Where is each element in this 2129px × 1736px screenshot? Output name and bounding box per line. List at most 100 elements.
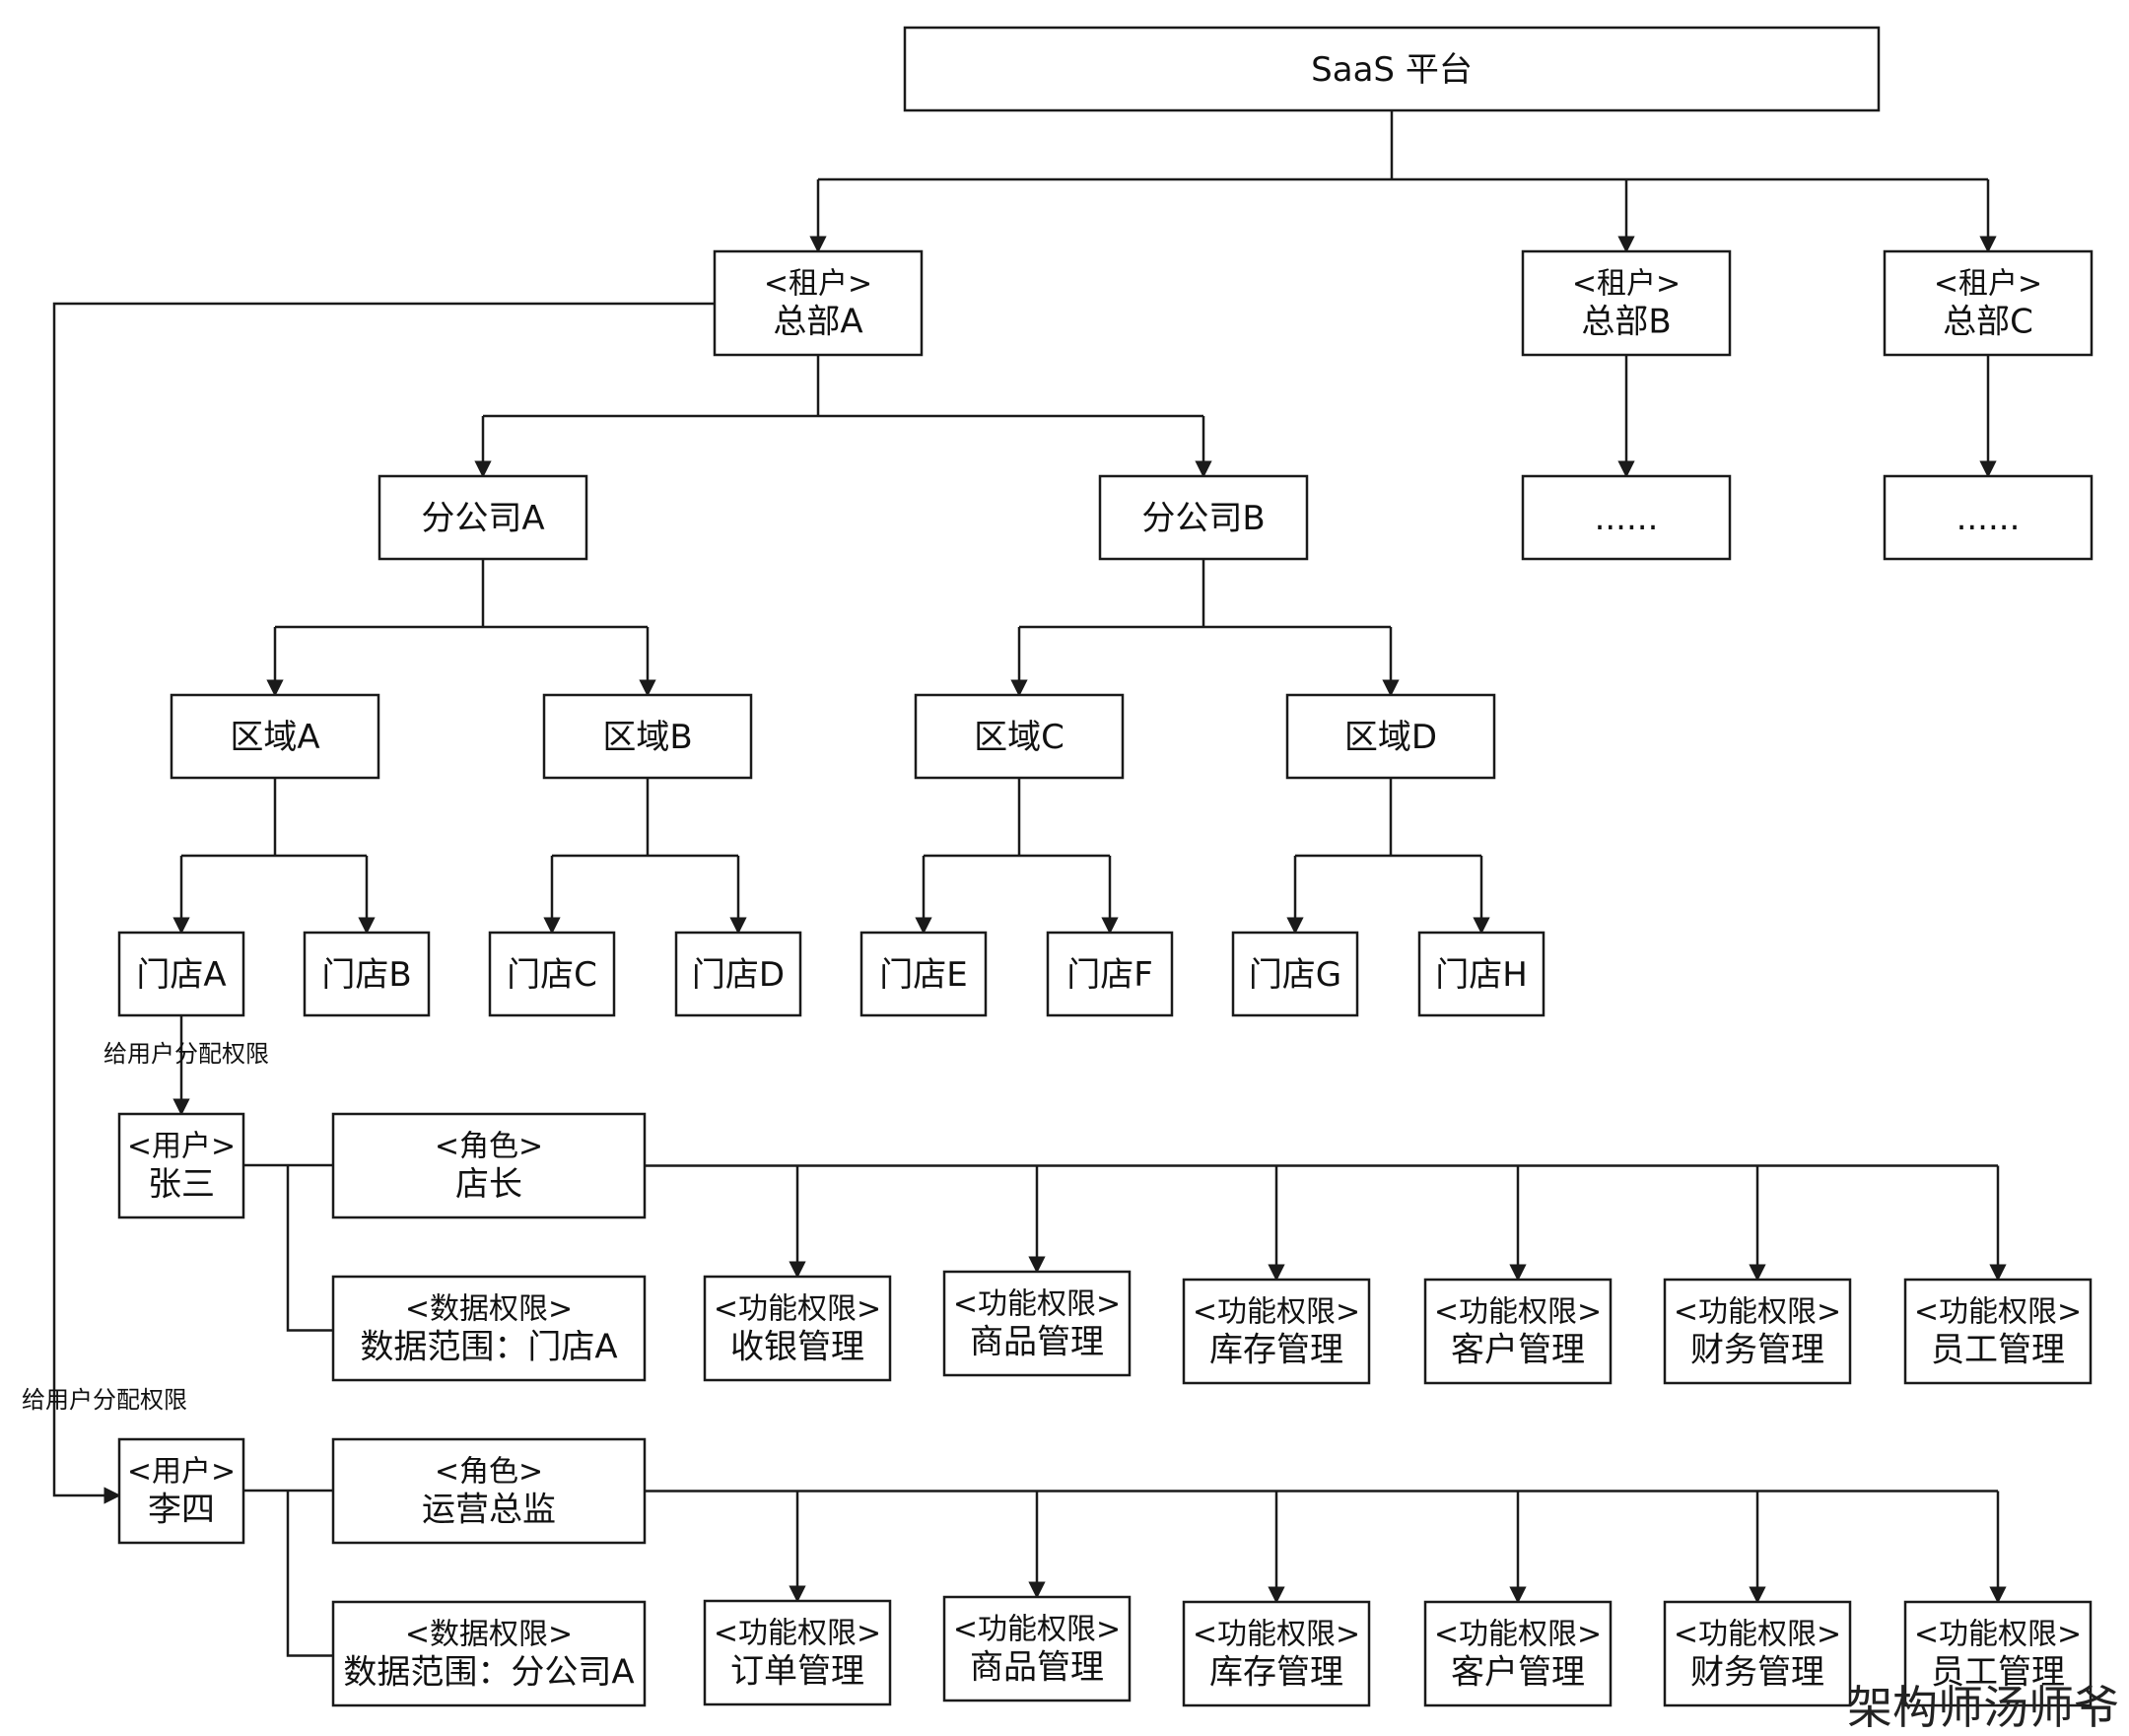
node-box xyxy=(1903,1278,2093,1385)
node-box xyxy=(1883,249,2094,357)
node-type-label: <功能权限> xyxy=(1193,1618,1360,1652)
node-type-label: <功能权限> xyxy=(1674,1618,1841,1652)
node-label: 门店G xyxy=(1249,955,1341,995)
node-type-label: <功能权限> xyxy=(1193,1295,1360,1330)
node-box xyxy=(117,1437,245,1545)
node-store-e: 门店E xyxy=(859,931,988,1017)
node-box xyxy=(331,1112,647,1219)
node-type-label: <角色> xyxy=(435,1130,543,1164)
node-label: 数据范围：门店A xyxy=(360,1328,617,1367)
node-type-label: <数据权限> xyxy=(405,1618,573,1652)
node-label: 区域D xyxy=(1344,718,1437,757)
node-box xyxy=(914,693,1125,780)
node-label: ...... xyxy=(1595,499,1659,538)
node-type-label: <功能权限> xyxy=(1914,1295,2082,1330)
node-role-ops: <角色>运营总监 xyxy=(331,1437,647,1545)
connector xyxy=(286,1491,333,1657)
node-label: 库存管理 xyxy=(1209,1331,1343,1370)
node-box xyxy=(303,931,431,1017)
node-label: 员工管理 xyxy=(1931,1331,2065,1370)
node-label: 区域B xyxy=(602,718,692,757)
node-type-label: <租户> xyxy=(1934,267,2042,302)
node-type-label: <功能权限> xyxy=(953,1613,1121,1647)
node-label: 分公司A xyxy=(421,499,544,538)
node-type-label: <用户> xyxy=(127,1130,236,1164)
node-func-l4: <功能权限>客户管理 xyxy=(1423,1600,1613,1707)
node-label: 区域A xyxy=(230,718,319,757)
watermark: 架构师汤师爷 xyxy=(1847,1681,2119,1734)
node-label: 门店F xyxy=(1066,955,1153,995)
connector xyxy=(286,1165,333,1332)
node-label: 员工管理 xyxy=(1931,1653,2065,1693)
node-box xyxy=(170,693,380,780)
node-type-label: <角色> xyxy=(435,1455,543,1490)
node-region-d: 区域D xyxy=(1285,693,1496,780)
node-box xyxy=(942,1270,1132,1377)
node-label: 客户管理 xyxy=(1451,1331,1585,1370)
node-hq-c: <租户>总部C xyxy=(1883,249,2094,357)
node-label: 门店E xyxy=(879,955,967,995)
node-more-c: ...... xyxy=(1883,474,2094,561)
node-label: ...... xyxy=(1957,499,2021,538)
node-type-label: <功能权限> xyxy=(1914,1618,2082,1652)
node-box xyxy=(331,1275,647,1382)
node-func-l1: <功能权限>订单管理 xyxy=(703,1599,892,1706)
node-hq-a: <租户>总部A xyxy=(713,249,924,357)
node-label: 区域C xyxy=(974,718,1064,757)
node-func-z6: <功能权限>员工管理 xyxy=(1903,1278,2093,1385)
node-label: 运营总监 xyxy=(422,1491,556,1530)
node-box xyxy=(1182,1278,1371,1385)
node-label: 分公司B xyxy=(1141,499,1265,538)
connector-arrow xyxy=(52,302,715,1504)
node-type-label: <功能权限> xyxy=(953,1287,1121,1322)
node-platform: SaaS 平台 xyxy=(903,26,1881,112)
node-store-d: 门店D xyxy=(674,931,802,1017)
node-label: 门店D xyxy=(692,955,785,995)
node-label: 订单管理 xyxy=(730,1652,864,1692)
node-label: 财务管理 xyxy=(1690,1331,1824,1370)
node-branch-a: 分公司A xyxy=(378,474,588,561)
node-box xyxy=(1098,474,1309,561)
node-box xyxy=(331,1600,647,1707)
node-label: 门店A xyxy=(136,955,226,995)
node-box xyxy=(1903,1600,2093,1707)
node-label: 总部C xyxy=(1943,303,2033,342)
node-label: 收银管理 xyxy=(730,1328,864,1367)
node-box xyxy=(1883,474,2094,561)
node-box xyxy=(1231,931,1359,1017)
node-label: 数据范围：分公司A xyxy=(343,1653,634,1693)
node-box xyxy=(488,931,616,1017)
node-type-label: <功能权限> xyxy=(714,1617,881,1651)
node-box xyxy=(903,26,1881,112)
node-box xyxy=(1521,249,1732,357)
node-type-label: <数据权限> xyxy=(405,1292,573,1327)
node-role-manager: <角色>店长 xyxy=(331,1112,647,1219)
node-box xyxy=(378,474,588,561)
node-func-z5: <功能权限>财务管理 xyxy=(1663,1278,1852,1385)
node-box xyxy=(1423,1600,1613,1707)
node-store-b: 门店B xyxy=(303,931,431,1017)
node-store-a: 门店A xyxy=(117,931,245,1017)
node-store-f: 门店F xyxy=(1046,931,1174,1017)
node-func-l2: <功能权限>商品管理 xyxy=(942,1595,1132,1702)
node-label: 门店C xyxy=(507,955,597,995)
node-user-zhang: <用户>张三 xyxy=(117,1112,245,1219)
node-box xyxy=(703,1599,892,1706)
connectors xyxy=(52,110,2007,1657)
node-box xyxy=(859,931,988,1017)
node-label: 商品管理 xyxy=(970,1323,1104,1362)
node-type-label: <功能权限> xyxy=(1674,1295,1841,1330)
node-type-label: <功能权限> xyxy=(1434,1618,1602,1652)
node-box xyxy=(674,931,802,1017)
edge-label: 给用户分配权限 xyxy=(103,1040,269,1068)
node-branch-b: 分公司B xyxy=(1098,474,1309,561)
node-type-label: <功能权限> xyxy=(714,1292,881,1327)
node-region-a: 区域A xyxy=(170,693,380,780)
node-box xyxy=(1423,1278,1613,1385)
node-box xyxy=(1285,693,1496,780)
node-box xyxy=(703,1275,892,1382)
node-box xyxy=(1663,1278,1852,1385)
